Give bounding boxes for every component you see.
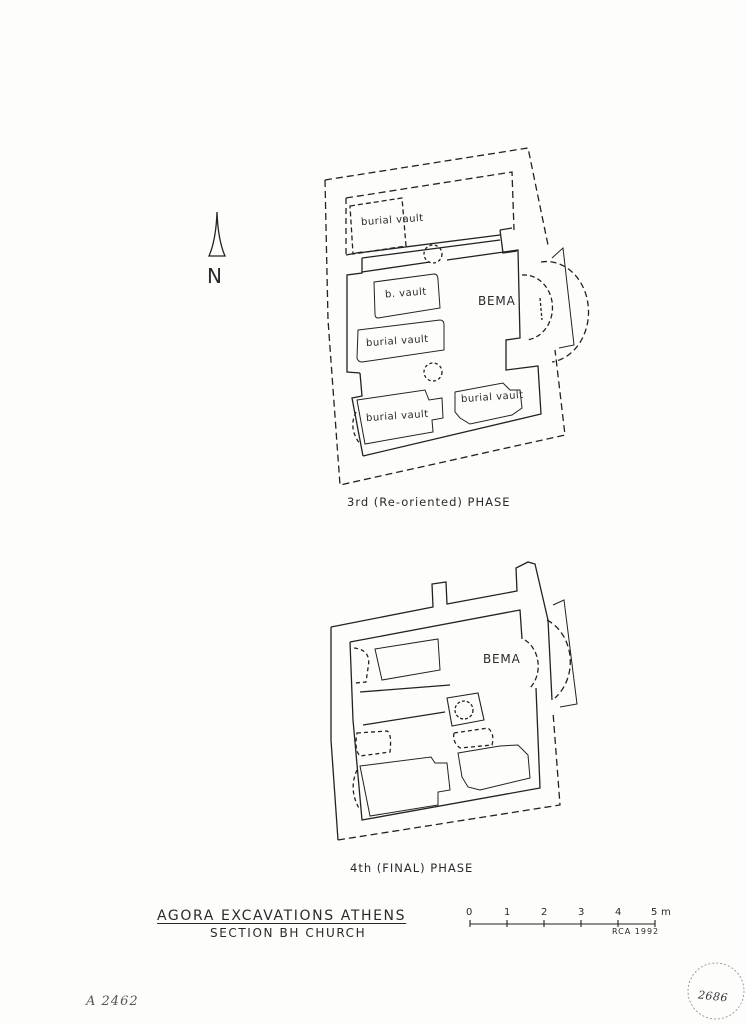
catalog-number: A 2462 — [86, 994, 139, 1009]
north-label: N — [207, 264, 223, 288]
scale-tick-label: 2 — [541, 907, 548, 918]
scale-tick-label: 3 — [578, 907, 585, 918]
scale-tick-label: 5 — [651, 907, 658, 918]
scale-tick-label: 4 — [615, 907, 622, 918]
bema-label: BEMA — [478, 294, 516, 308]
north-arrow-icon — [208, 211, 226, 257]
plan-4th-caption: 4th (FINAL) PHASE — [350, 861, 474, 875]
scale-tick-label: 0 — [466, 907, 473, 918]
bema-label: BEMA — [483, 652, 521, 666]
scale-unit: m — [661, 907, 672, 918]
drawing-subtitle: SECTION BH CHURCH — [210, 926, 367, 940]
drafter-credit: RCA 1992 — [612, 927, 660, 936]
scale-tick-label: 1 — [504, 907, 511, 918]
plan-3rd-caption: 3rd (Re-oriented) PHASE — [347, 495, 511, 509]
archive-stamp-icon — [687, 962, 745, 1020]
plan-4th-phase — [330, 561, 578, 841]
plan-3rd-phase — [324, 147, 590, 486]
scale-bar — [469, 920, 656, 927]
drawing-title: AGORA EXCAVATIONS ATHENS — [157, 908, 407, 924]
